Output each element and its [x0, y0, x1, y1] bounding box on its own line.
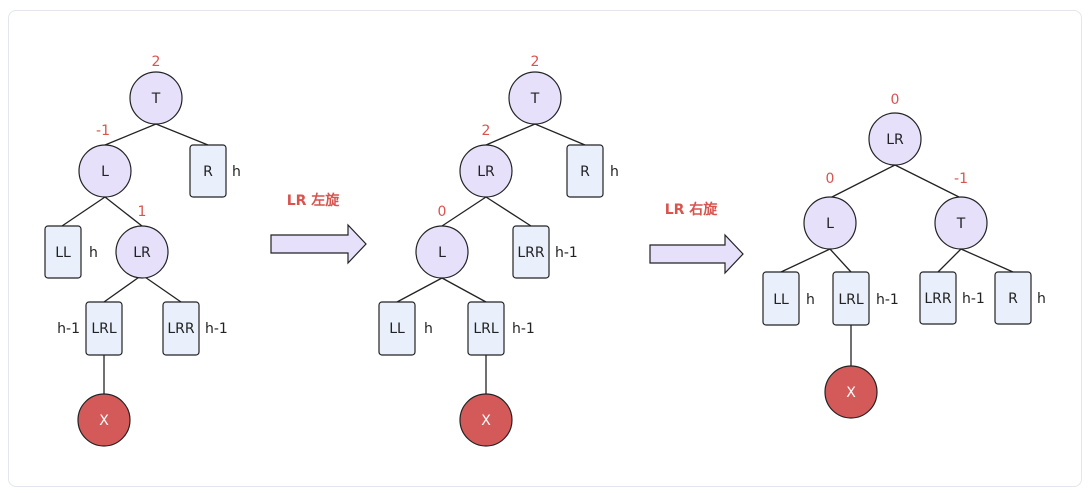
edge [155, 123, 209, 146]
node-LR-label: LR [477, 164, 495, 180]
edge [441, 277, 487, 303]
subtree-LRL-label: LRL [91, 321, 117, 337]
subtree-LRR-label: LRR [167, 321, 195, 337]
balance-LR: 0 [891, 92, 900, 108]
height-LRR: h-1 [962, 291, 985, 307]
edge [937, 248, 962, 273]
subtree-LRL-label: LRL [473, 321, 499, 337]
subtree-LL [378, 301, 416, 356]
subtree-LL [762, 271, 800, 326]
edge [396, 277, 443, 303]
balance-L: -1 [96, 123, 110, 139]
subtree-LL-label: LL [773, 292, 789, 308]
balance-L: 0 [438, 204, 447, 220]
node-LR [115, 225, 169, 279]
arrow-right-rotation: LR 右旋 [649, 201, 744, 275]
edge [104, 196, 143, 227]
subtree-LRR-label: LRR [924, 291, 952, 307]
node-X-label: X [846, 385, 856, 401]
edge [534, 123, 586, 146]
right-arrow-icon [270, 223, 367, 265]
node-T [508, 71, 562, 125]
edge [829, 248, 852, 273]
node-LR-label: LR [133, 245, 151, 261]
node-T-label: T [956, 216, 966, 232]
subtree-R-label: R [580, 164, 590, 180]
diagram-frame [8, 10, 1082, 487]
edge [104, 123, 157, 146]
height-LL: h [424, 321, 433, 337]
subtree-LRL [832, 271, 870, 326]
tree-after-right-rotation: LR 0 L 0 T -1 LL h LRL h-1 LRR h-1 R h X [762, 92, 1046, 419]
subtree-R-label: R [1008, 291, 1018, 307]
balance-LR: 1 [138, 204, 147, 220]
arrow-left-rotation: LR 左旋 [270, 192, 367, 265]
subtree-LL [44, 225, 82, 279]
node-L-label: L [438, 245, 446, 261]
edge [441, 196, 487, 227]
node-L-label: L [826, 216, 834, 232]
height-R: h [610, 164, 619, 180]
balance-T: 2 [531, 54, 540, 70]
node-T-label: T [530, 91, 540, 107]
height-LL: h [806, 292, 815, 308]
tree-after-left-rotation: T 2 LR 2 R h L 0 LRR h-1 LL h LRL h-1 X [378, 54, 619, 447]
balance-T: 2 [152, 54, 161, 70]
node-T [129, 71, 183, 125]
node-LR [868, 112, 922, 166]
node-LR [459, 144, 513, 198]
subtree-R [189, 144, 227, 198]
subtree-LRR [162, 301, 200, 356]
edge [894, 164, 962, 199]
subtree-R [566, 144, 604, 198]
subtree-LRL-label: LRL [838, 292, 864, 308]
subtree-LL-label: LL [55, 245, 71, 261]
edge [485, 123, 536, 146]
node-L [415, 225, 469, 279]
height-LRL: h-1 [512, 321, 535, 337]
subtree-LRL [85, 301, 123, 356]
node-LR-label: LR [886, 132, 904, 148]
arrow-right-rotation-label: LR 右旋 [665, 201, 719, 218]
node-L-label: L [101, 164, 109, 180]
edge [61, 196, 106, 227]
height-LRR: h-1 [205, 321, 228, 337]
subtree-LRL [467, 301, 505, 356]
balance-T: -1 [954, 171, 968, 187]
edge [780, 248, 831, 273]
node-X [459, 393, 513, 447]
subtree-LRR-label: LRR [517, 245, 545, 261]
edge [960, 248, 1014, 273]
node-X [77, 393, 131, 447]
height-LRL: h-1 [876, 292, 899, 308]
balance-LR: 2 [482, 123, 491, 139]
height-LRL: h-1 [57, 321, 80, 337]
arrow-left-rotation-label: LR 左旋 [287, 192, 341, 209]
subtree-R [994, 271, 1032, 325]
node-X-label: X [481, 413, 491, 429]
edge [829, 164, 896, 199]
tree-before-rotation: T 2 L -1 R h LL h LR 1 LRL h-1 LRR h-1 X [44, 54, 241, 447]
subtree-LRR [919, 271, 957, 325]
subtree-R-label: R [203, 164, 213, 180]
node-T-label: T [151, 91, 161, 107]
right-arrow-icon [649, 233, 744, 275]
node-T [934, 196, 988, 250]
balance-L: 0 [826, 171, 835, 187]
height-R: h [1037, 291, 1046, 307]
edge [141, 274, 182, 303]
node-X [824, 365, 878, 419]
edge [103, 274, 143, 303]
subtree-LL-label: LL [389, 321, 405, 337]
height-LRR: h-1 [555, 245, 578, 261]
subtree-LRR [512, 225, 550, 279]
edge [485, 196, 532, 227]
node-L [78, 144, 132, 198]
node-L [803, 196, 857, 250]
node-X-label: X [99, 413, 109, 429]
height-LL: h [89, 245, 98, 261]
height-R: h [232, 164, 241, 180]
